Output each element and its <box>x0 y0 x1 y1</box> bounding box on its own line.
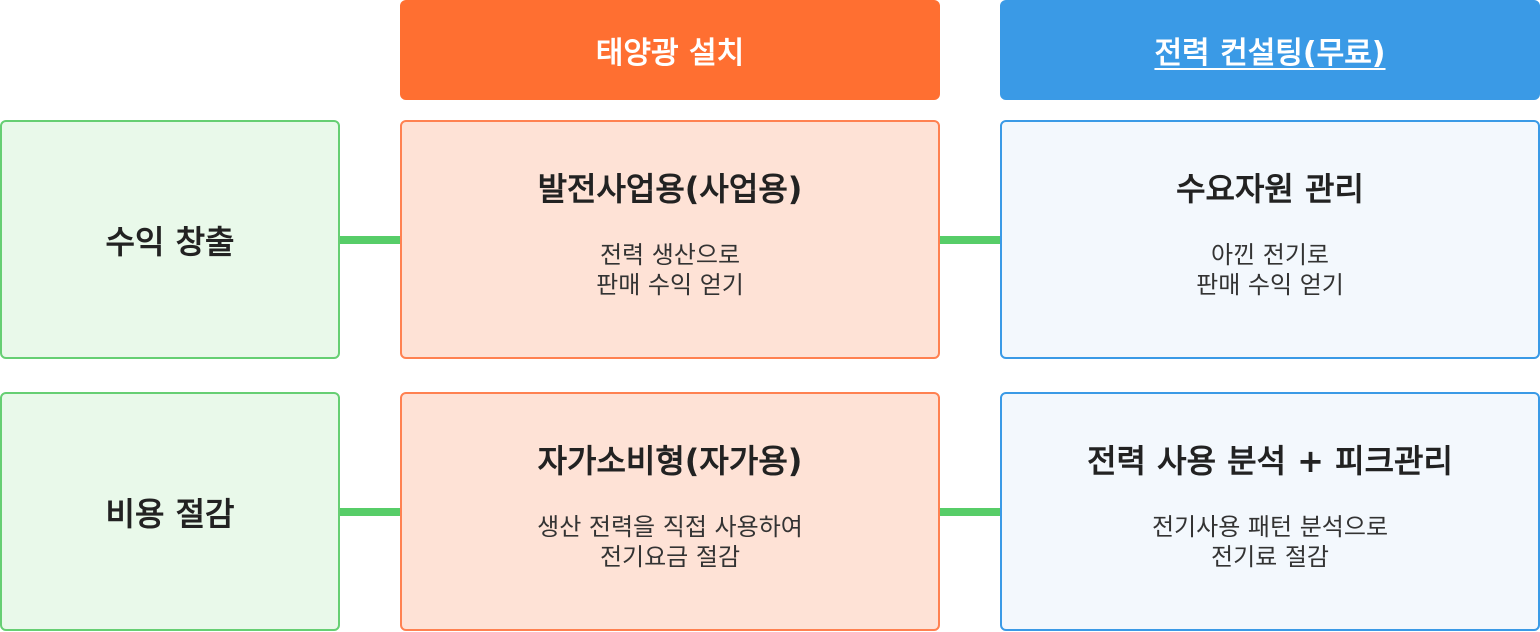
solar-installation-title: 태양광 설치 <box>595 36 745 71</box>
card-description-line: 전기사용 패턴 분석으로 <box>1151 513 1389 541</box>
card-description: 아낀 전기로 판매 수익 얻기 <box>1002 240 1538 300</box>
card-description: 생산 전력을 직접 사용하여 전기요금 절감 <box>402 512 938 572</box>
connector-line <box>340 508 400 516</box>
usage-analysis-card: 전력 사용 분석 + 피크관리 전기사용 패턴 분석으로 전기료 절감 <box>1000 392 1540 631</box>
connector-line <box>940 236 1000 244</box>
card-description-line: 전기요금 절감 <box>599 543 741 571</box>
card-description-line: 판매 수익 얻기 <box>596 271 744 299</box>
category-revenue-generation: 수익 창출 <box>0 120 340 359</box>
power-consulting-header[interactable]: 전력 컨설팅(무료) <box>1000 0 1540 100</box>
card-description-line: 판매 수익 얻기 <box>1196 271 1344 299</box>
solar-business-card: 발전사업용(사업용) 전력 생산으로 판매 수익 얻기 <box>400 120 940 359</box>
connector-line <box>940 508 1000 516</box>
solar-self-consumption-card: 자가소비형(자가용) 생산 전력을 직접 사용하여 전기요금 절감 <box>400 392 940 631</box>
card-title: 자가소비형(자가용) <box>537 442 803 480</box>
card-title: 발전사업용(사업용) <box>537 170 803 208</box>
category-cost-reduction: 비용 절감 <box>0 392 340 631</box>
card-description-line: 아낀 전기로 <box>1210 241 1330 269</box>
card-description-line: 생산 전력을 직접 사용하여 <box>537 513 803 541</box>
demand-resource-card: 수요자원 관리 아낀 전기로 판매 수익 얻기 <box>1000 120 1540 359</box>
card-description: 전력 생산으로 판매 수익 얻기 <box>402 240 938 300</box>
card-title: 수요자원 관리 <box>1176 170 1364 208</box>
connector-line <box>340 236 400 244</box>
power-consulting-link[interactable]: 전력 컨설팅(무료) <box>1154 36 1386 71</box>
solar-installation-header: 태양광 설치 <box>400 0 940 100</box>
category-label: 비용 절감 <box>105 494 235 533</box>
card-description-line: 전력 생산으로 <box>599 241 741 269</box>
category-label: 수익 창출 <box>105 222 235 261</box>
card-description: 전기사용 패턴 분석으로 전기료 절감 <box>1002 512 1538 572</box>
card-description-line: 전기료 절감 <box>1210 543 1330 571</box>
card-title: 전력 사용 분석 + 피크관리 <box>1087 442 1453 480</box>
